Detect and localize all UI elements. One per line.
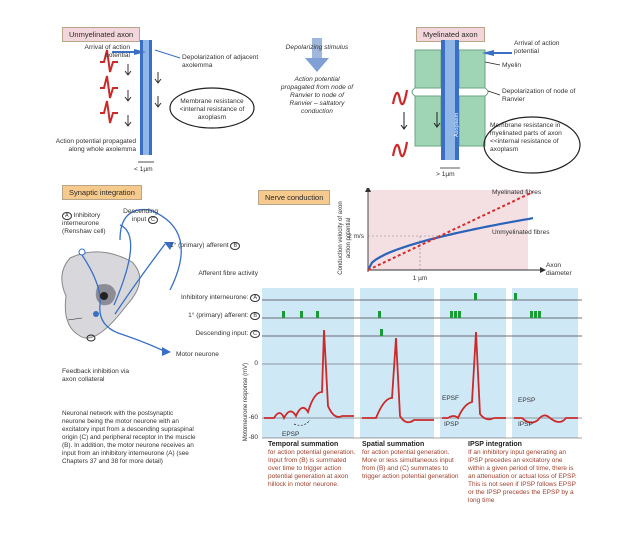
nerve-conduction-tag: Nerve conduction <box>258 190 331 205</box>
unmyelinated-arrival-arrow <box>134 49 146 55</box>
myelinated-scale-label: > 1µm <box>436 171 455 178</box>
caption-spatial: Spatial summation for action potential g… <box>362 440 462 481</box>
trace-ipsp1 <box>442 331 506 421</box>
letter-a-badge: A <box>62 212 72 220</box>
nerve-chart-xlabel: Axon diameter <box>546 262 572 277</box>
unmyelinated-axon-diagram <box>100 40 255 163</box>
caption-ipsp-head: IPSP integration <box>468 441 522 448</box>
unmyelinated-ap-wave-1 <box>100 49 118 73</box>
synaptic-description: Neuronal network with the postsynaptic n… <box>62 410 196 465</box>
inhibitory-interneurone-text: Inhibitory interneurone (Renshaw cell) <box>62 212 106 235</box>
unmyelinated-arrival-label: Arrival of action potential <box>84 44 130 59</box>
primary-afferent-text: 1° (primary) afferent <box>170 242 229 249</box>
depolarizing-stimulus-arrow <box>305 38 329 72</box>
unmyelinated-scale-label: < 1µm <box>134 166 153 173</box>
primary-afferent-path <box>114 243 166 315</box>
spinal-cord-diagram <box>61 208 182 356</box>
nerve-chart-ytick: 2 m/s <box>348 233 365 240</box>
row-label-inhibitory-text: Inhibitory interneurone <box>181 294 247 301</box>
myelinated-axoplasm <box>445 40 455 160</box>
myelinated-axoplasm-label: Axoplasm <box>454 112 460 137</box>
myelinated-arrival-arrow <box>482 50 494 56</box>
letter-b-badge: B <box>230 242 241 250</box>
unmyelinated-ap-wave-2 <box>100 75 118 99</box>
tick-minus-60: -60 <box>248 414 258 421</box>
trace-ipsp2 <box>514 414 578 424</box>
afferent-activity-title: Afferent fibre activity <box>198 270 258 277</box>
synaptic-integration-tag: Synaptic integration <box>62 185 142 200</box>
unmyelinated-axon-tag: Unmyelinated axon <box>62 27 141 42</box>
descending-input-label: Descending input C <box>112 208 158 224</box>
letter-c-badge: C <box>148 216 158 224</box>
myelinated-membrane-bubble <box>483 116 581 174</box>
row-label-inhibitory: Inhibitory interneurone: A <box>162 294 260 302</box>
caption-ipsp: IPSP integration If an inhibitory input … <box>468 440 580 505</box>
caption-spatial-head: Spatial summation <box>362 441 425 448</box>
unmyelinated-propagated-label: Action potential propagated along whole … <box>55 138 136 153</box>
myelinated-arrival-label: Arrival of action potential <box>514 40 560 55</box>
annotation-epsp2: EPSP <box>518 397 535 404</box>
row-label-descending-text: Descending input <box>195 330 247 337</box>
unmyelinated-membrane-bubble <box>169 87 255 129</box>
caption-spatial-body: for action potential generation. More or… <box>362 449 459 480</box>
myelinated-ap-wave-1 <box>391 89 409 106</box>
annotation-epsp1: EPSP <box>282 431 299 438</box>
nerve-chart-xtick: 1 µm <box>413 275 428 282</box>
primary-afferent-label: 1° (primary) afferent B <box>170 242 260 250</box>
inhibitory-interneurone-label: A Inhibitory interneurone (Renshaw cell) <box>62 212 122 236</box>
trace-spatial <box>362 337 434 424</box>
row-letter-c: C <box>250 330 260 338</box>
trace-temporal <box>264 329 354 421</box>
myelinated-axon-diagram <box>391 40 581 174</box>
row-letter-a: A <box>250 294 260 302</box>
caption-temporal-body: for action potential generation. Input f… <box>268 449 356 488</box>
annotation-ipsp1: IPSP <box>444 421 459 428</box>
feedback-inhibition-label: Feedback inhibition via axon collateral <box>62 368 130 383</box>
unmyelinated-axoplasm <box>143 40 149 155</box>
nerve-chart-ylabel: Conduction velocity of axon action poten… <box>338 201 352 275</box>
response-ylabel: Motorneurone response (mV) <box>243 362 249 442</box>
row-label-descending: Descending input: C <box>162 330 260 338</box>
motor-neurone-soma <box>100 292 108 300</box>
panel-ipsp1-bg <box>440 288 506 438</box>
row-letter-b: B <box>250 312 260 320</box>
unmyelinated-fibres-label: Unmyelinated fibres <box>492 229 550 236</box>
response-traces: EPSP EPSF IPSP EPSP IPSP <box>262 288 582 439</box>
unmyelinated-ap-wave-3 <box>100 100 118 124</box>
motor-neurone-axon <box>81 254 169 354</box>
annotation-ipsp2: IPSP <box>518 421 533 428</box>
row-label-afferent: 1° (primary) afferent: B <box>162 312 260 320</box>
caption-temporal: Temporal summation for action potential … <box>268 440 358 489</box>
tick-0: 0 <box>254 360 258 367</box>
tick-minus-80: -80 <box>248 434 258 441</box>
annotation-epsf: EPSF <box>442 395 459 402</box>
unmyelinated-fibres-curve <box>367 217 534 271</box>
myelinated-ap-wave-2 <box>391 141 409 158</box>
myelinated-fibres-line <box>367 191 534 271</box>
myelin-label: Myelin <box>502 62 522 69</box>
unmyelinated-membrane-label: Membrane resistance <internal resistance… <box>179 98 245 121</box>
caption-temporal-head: Temporal summation <box>268 441 339 448</box>
myelinated-depolarization-label: Depolarization of node of Ranvier <box>502 88 576 103</box>
unmyelinated-depolarization-label: Depolarization of adjacent axolemma <box>182 54 259 69</box>
descending-input-text: Descending input <box>123 208 158 223</box>
saltatory-conduction-label: Action potential propagated from node of… <box>280 76 354 115</box>
unmyelinated-axoplasm-label: Axoplasm <box>152 106 158 131</box>
caption-ipsp-body: If an inhibitory input generating an IPS… <box>468 449 577 504</box>
nerve-conduction-chart: 2 m/s 1 µm Myelinated fibres Unmyelinate… <box>348 188 550 282</box>
myelinated-membrane-label: Membrane resistance in myelinated parts … <box>490 122 562 153</box>
myelinated-fibres-label: Myelinated fibres <box>492 189 542 196</box>
descending-input-path <box>113 224 132 306</box>
panel-ipsp2-bg <box>512 288 578 438</box>
motor-neurone-label: Motor neurone <box>176 351 219 358</box>
depolarizing-stimulus-label: Depolarizing stimulus <box>285 44 349 51</box>
row-label-afferent-text: 1° (primary) afferent <box>188 312 247 319</box>
